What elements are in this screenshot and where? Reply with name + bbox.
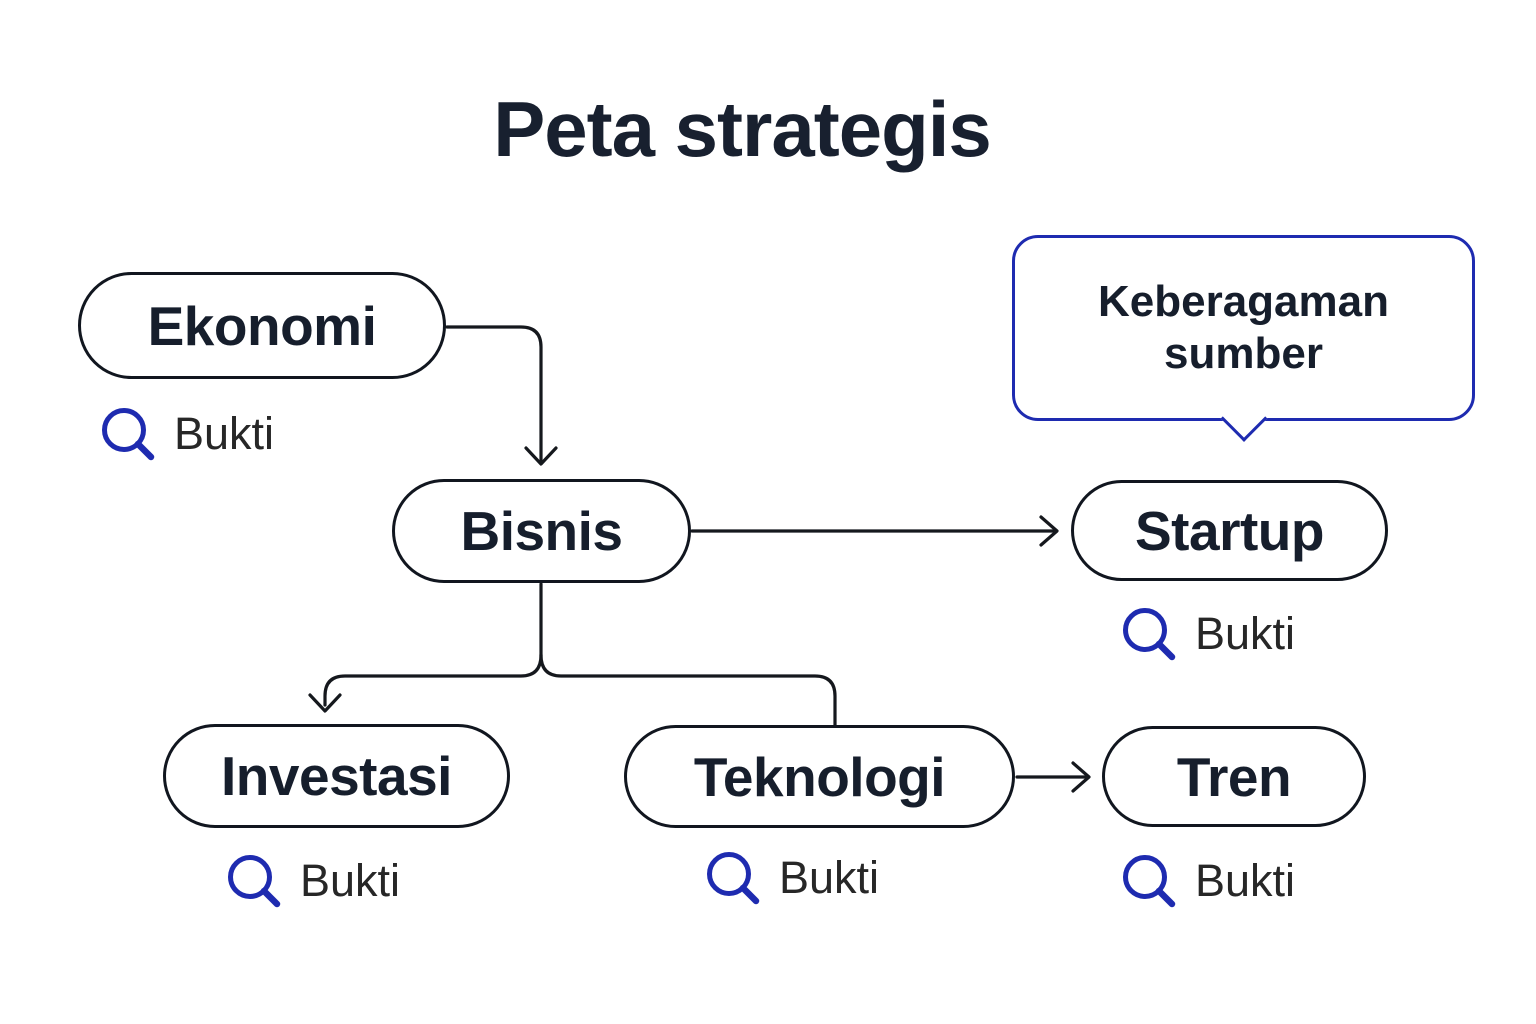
callout-line-1: Keberagaman [1097,277,1389,327]
evidence-link-ekonomi[interactable]: Bukti [99,405,274,463]
evidence-link-startup[interactable]: Bukti [1120,605,1295,663]
search-icon [1123,855,1176,908]
node-label: Teknologi [693,745,946,808]
node-label: Ekonomi [147,294,377,357]
edge-ekonomi-bisnis [445,325,543,463]
evidence-label: Bukti [174,408,275,459]
evidence-link-tren[interactable]: Bukti [1120,852,1295,910]
edge-bisnis-teknologi [539,653,837,728]
node-label: Tren [1176,745,1292,808]
node-label: Investasi [221,745,452,807]
evidence-label: Bukti [1195,608,1296,659]
arrowhead-down-icon [308,693,342,713]
evidence-label: Bukti [779,852,880,903]
edge-bisnis-investasi [323,653,543,707]
page-title: Peta strategis [493,85,992,173]
node-label: Startup [1135,499,1325,562]
arrowhead-down-icon [524,446,558,466]
search-icon [228,855,281,908]
search-icon [707,852,760,905]
node-ekonomi[interactable]: Ekonomi [78,272,446,379]
node-startup[interactable]: Startup [1071,480,1388,581]
evidence-label: Bukti [1195,855,1296,906]
evidence-link-teknologi[interactable]: Bukti [704,849,879,907]
node-bisnis[interactable]: Bisnis [392,479,691,583]
callout-tail [1220,395,1267,442]
arrowhead-right-icon [1039,515,1059,547]
callout-line-2: sumber [1164,329,1323,378]
node-label: Bisnis [460,500,623,562]
node-teknologi[interactable]: Teknologi [624,725,1015,828]
node-investasi[interactable]: Investasi [163,724,510,828]
callout-bubble: Keberagaman sumber [1012,235,1475,442]
arrowhead-right-icon [1071,761,1091,793]
evidence-link-investasi[interactable]: Bukti [225,852,400,910]
node-tren[interactable]: Tren [1102,726,1366,827]
evidence-label: Bukti [300,855,401,906]
search-icon [102,408,155,461]
search-icon [1123,608,1176,661]
